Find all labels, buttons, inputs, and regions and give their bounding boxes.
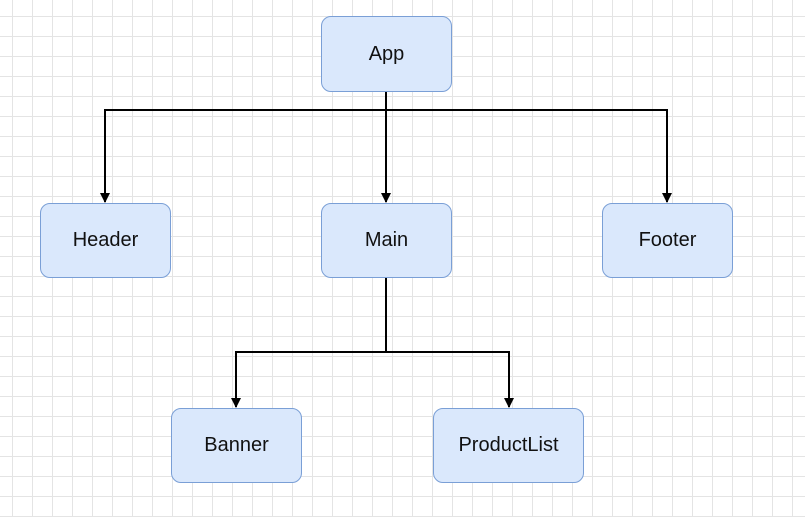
node-banner[interactable]: Banner xyxy=(171,408,302,483)
node-app[interactable]: App xyxy=(321,16,452,92)
edge-main-banner xyxy=(231,278,387,408)
node-productlist[interactable]: ProductList xyxy=(433,408,584,483)
edge-app-footer xyxy=(386,109,672,203)
edge-app-header xyxy=(100,92,387,203)
node-main[interactable]: Main xyxy=(321,203,452,278)
node-footer[interactable]: Footer xyxy=(602,203,733,278)
edge-main-productlist xyxy=(386,351,514,408)
node-header[interactable]: Header xyxy=(40,203,171,278)
